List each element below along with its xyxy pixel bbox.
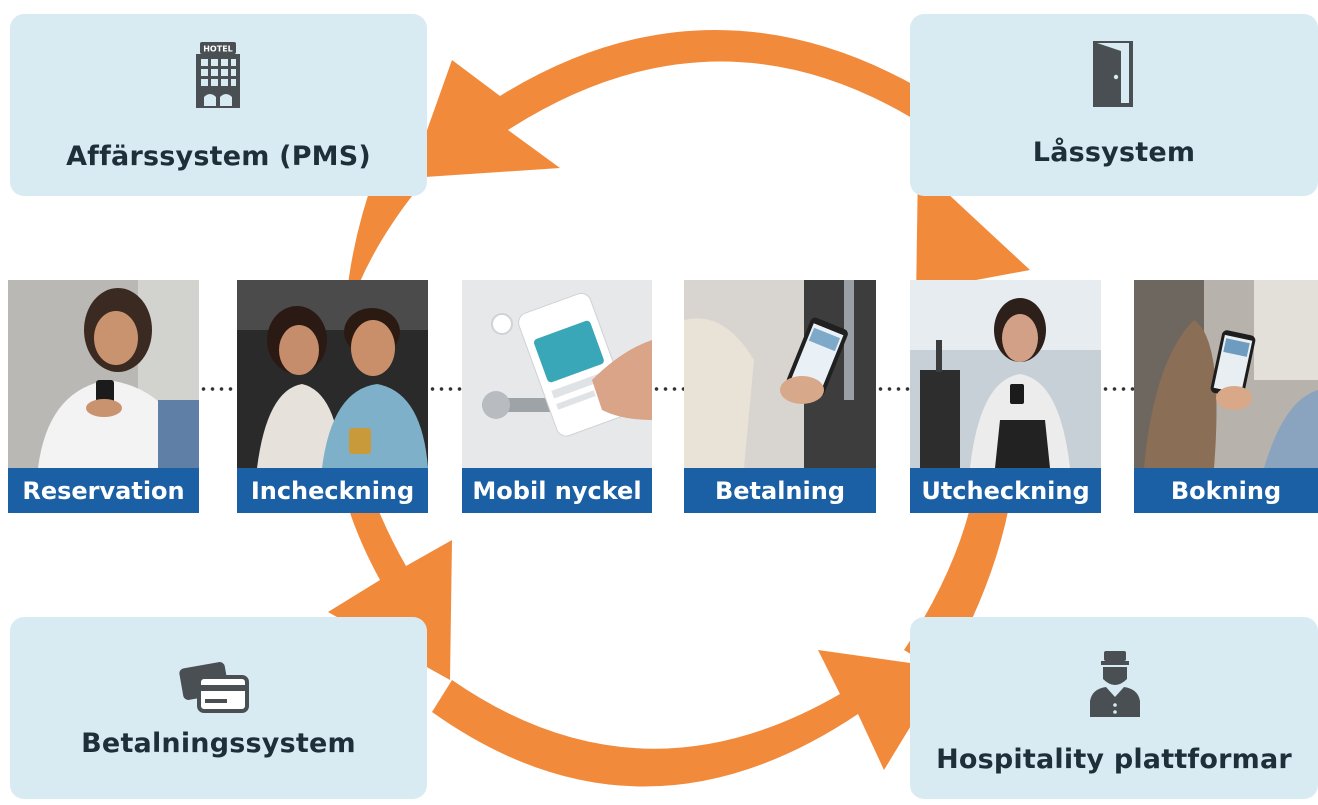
connector-dots (652, 387, 684, 391)
connector-dots (428, 387, 462, 391)
pms-system-label: Affärssystem (PMS) (66, 141, 371, 172)
step-label: Incheckning (237, 468, 428, 513)
lock-system-label: Låssystem (1032, 137, 1196, 168)
hospitality-platform-label: Hospitality plattformar (936, 744, 1292, 775)
lock-system-box: Låssystem (910, 14, 1318, 196)
step-label: Betalning (684, 468, 876, 513)
step-booking: Bokning (1134, 280, 1318, 513)
connector-dots (199, 387, 237, 391)
step-mobile-key: Mobil nyckel (462, 280, 652, 513)
arrow-payment-to-hospitality (432, 650, 946, 787)
connector-dots (876, 387, 910, 391)
reservation-photo (8, 280, 199, 468)
door-icon (1093, 41, 1133, 107)
payment-system-label: Betalningssystem (81, 728, 356, 759)
pms-system-box: HOTEL Affärssystem (PMS) (10, 14, 427, 196)
arrow-pms-to-payment (328, 172, 452, 680)
payment-photo (684, 280, 876, 468)
credit-cards-icon (179, 662, 249, 713)
connector-dots (1101, 387, 1134, 391)
step-payment: Betalning (684, 280, 876, 513)
step-label: Reservation (8, 468, 199, 513)
payment-system-box: Betalningssystem (10, 617, 427, 799)
hospitality-platform-box: Hospitality plattformar (910, 617, 1318, 799)
step-reservation: Reservation (8, 280, 199, 513)
hotel-building-icon: HOTEL (196, 42, 240, 108)
checkout-photo (910, 280, 1101, 468)
step-label: Bokning (1134, 468, 1318, 513)
hotel-sign-text: HOTEL (203, 45, 233, 54)
step-label: Utcheckning (910, 468, 1101, 513)
checkin-photo (237, 280, 428, 468)
arrow-lock-to-pms (410, 29, 946, 178)
step-label: Mobil nyckel (462, 468, 652, 513)
mobile-key-photo (462, 280, 652, 468)
step-checkout: Utcheckning (910, 280, 1101, 513)
booking-photo (1134, 280, 1318, 468)
step-checkin: Incheckning (237, 280, 428, 513)
bellhop-icon (1090, 651, 1140, 717)
